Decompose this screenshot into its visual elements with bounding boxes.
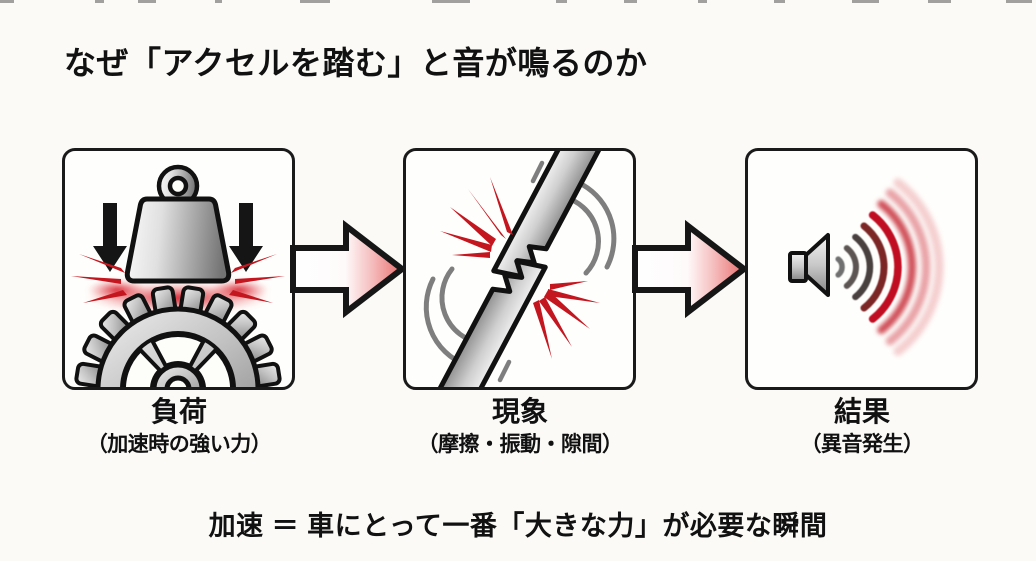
sound-wave-arcs [835, 178, 944, 356]
impact-spark-marks [71, 254, 285, 303]
step-subheading: （加速時の強い力） [86, 433, 272, 457]
gear-icon [74, 285, 282, 387]
step-box-result [745, 148, 978, 390]
step-heading: 負荷 [150, 396, 207, 427]
weight-on-gear-icon [71, 164, 285, 387]
friction-burst-marks [440, 177, 600, 359]
crop-artifact [138, 0, 156, 3]
speaker-icon [788, 233, 830, 297]
down-force-arrows [93, 203, 263, 272]
step-label-phenomenon: 現象 （摩擦・振動・隙間） [355, 396, 685, 458]
crop-artifact [624, 0, 637, 3]
speaker-sound-waves-icon [788, 178, 944, 356]
weight-icon [124, 164, 232, 284]
crop-artifact [852, 0, 879, 3]
step-heading: 現象 [491, 396, 548, 427]
crop-artifact [1006, 0, 1032, 3]
crop-artifact [95, 0, 104, 3]
crop-artifact [774, 0, 785, 3]
step-subheading: （異音発生） [800, 433, 925, 457]
right-arrow-icon [632, 219, 748, 319]
crop-artifact [432, 0, 470, 3]
crop-artifact [928, 0, 951, 3]
step-box-phenomenon [403, 148, 636, 390]
crop-artifact [698, 0, 707, 3]
step-subheading: （摩擦・振動・隙間） [417, 433, 624, 457]
page-title: なぜ「アクセルを踏む」と音が鳴るのか [64, 45, 648, 81]
crop-artifact [300, 0, 330, 3]
crop-artifact [556, 0, 567, 3]
footer-note: 加速 ＝ 車にとって一番「大きな力」が必要な瞬間 [208, 511, 828, 541]
crop-artifact [0, 0, 14, 3]
metal-friction-break-icon [423, 151, 617, 387]
right-arrow-icon [290, 219, 406, 319]
broken-metal-bars [434, 151, 605, 387]
step-heading: 結果 [833, 396, 890, 427]
step-label-result: 結果 （異音発生） [697, 396, 1027, 458]
crop-artifact [215, 0, 222, 3]
step-label-load: 負荷 （加速時の強い力） [14, 396, 344, 458]
step-box-load [62, 148, 295, 390]
